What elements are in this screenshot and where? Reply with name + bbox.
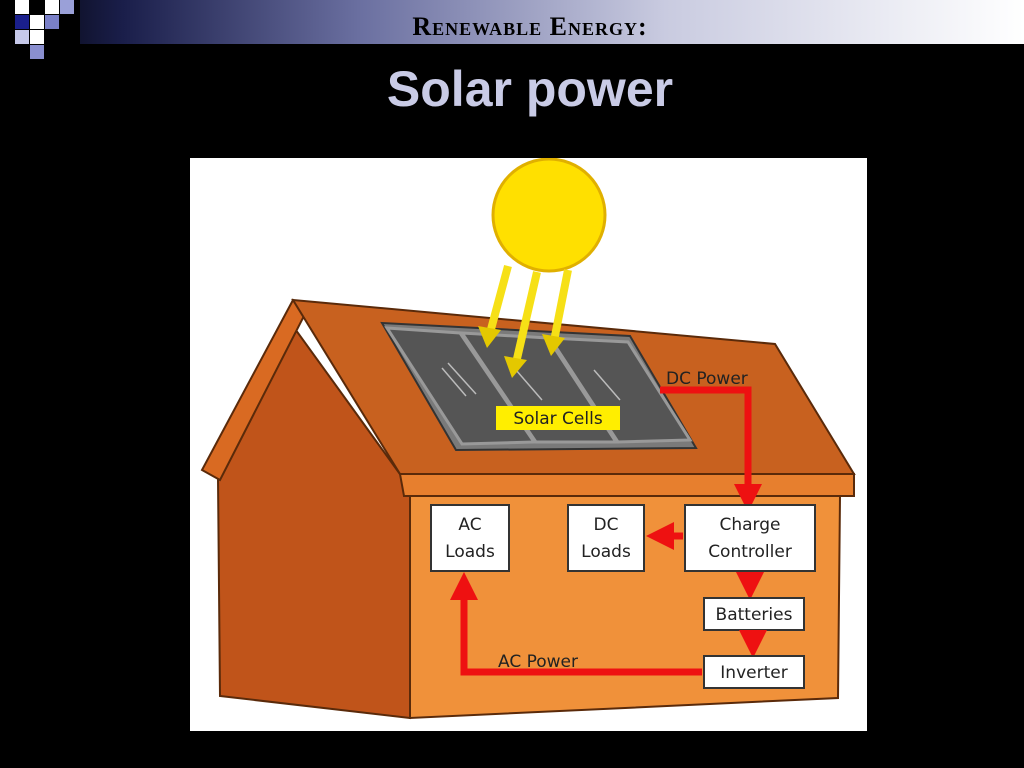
dc-power-label: DC Power (666, 369, 748, 389)
charge-controller-label-line2: Controller (708, 542, 792, 562)
dc-loads-label-line2: Loads (581, 542, 631, 562)
ac-loads-label-line1: AC (458, 515, 481, 535)
batteries-label: Batteries (716, 605, 793, 625)
batteries-box (703, 597, 805, 631)
charge-controller-box (684, 504, 816, 572)
slide-subtitle: Renewable Energy: (412, 12, 648, 41)
ac-loads-label-line2: Loads (445, 542, 495, 562)
solar-power-diagram: Solar Cells DC Power Charge Controller D… (190, 157, 867, 731)
inverter-box (703, 655, 805, 689)
solar-cells-label: Solar Cells (513, 409, 603, 429)
charge-controller-label-line1: Charge (719, 515, 780, 535)
inverter-label: Inverter (720, 663, 787, 683)
dc-loads-box (567, 504, 645, 572)
ac-power-line (450, 572, 702, 676)
house-diagram-svg: Solar Cells DC Power Charge Controller D… (200, 157, 856, 720)
dc-loads-label-line1: DC (594, 515, 619, 535)
solar-cells-label-bg (496, 406, 620, 430)
slide-title: Solar power (386, 61, 674, 117)
logo-squares-icon (0, 0, 80, 60)
ac-loads-box (430, 504, 510, 572)
sun-rays (486, 264, 572, 364)
header-band (0, 0, 1024, 44)
dc-power-line (660, 386, 762, 512)
sun-icon (491, 157, 607, 273)
roof-eave (398, 473, 855, 497)
ac-power-label: AC Power (498, 652, 578, 672)
